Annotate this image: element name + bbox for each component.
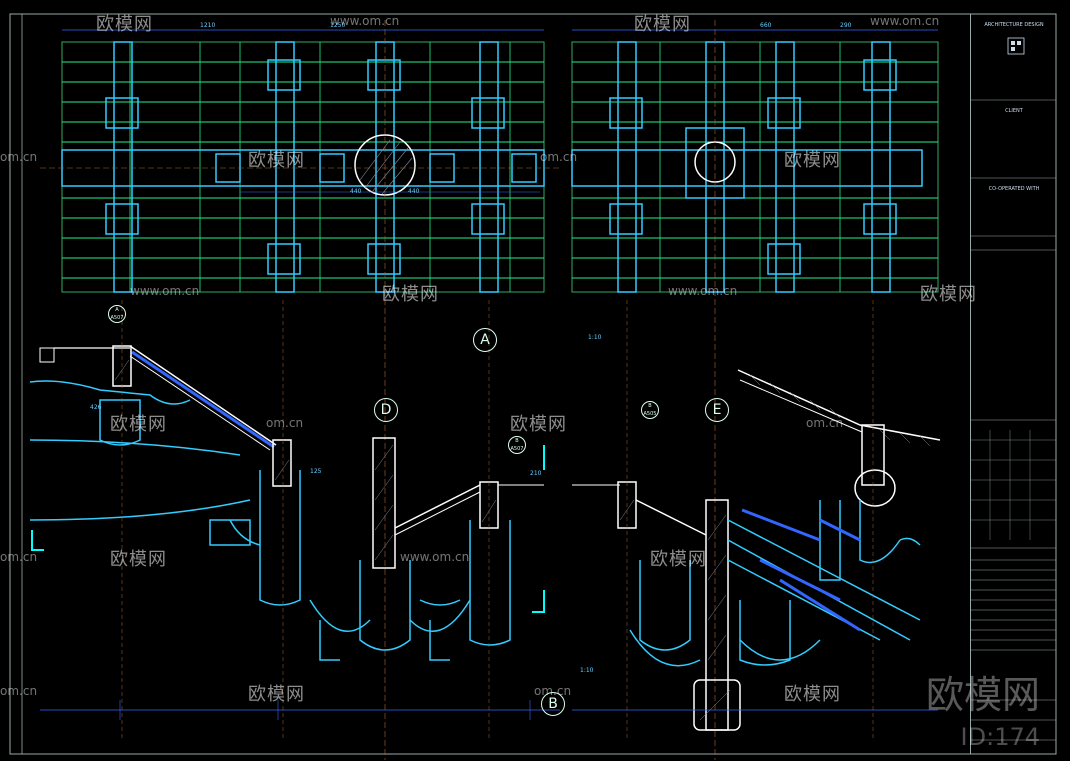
client-label: CLIENT [1005, 108, 1023, 114]
cooperated-label: CO-OPERATED WITH [988, 186, 1040, 192]
callout-d: D [374, 398, 398, 422]
scale-label-a: 1:10 [588, 334, 602, 341]
callout-e: E [705, 398, 729, 422]
dim-440b: 440 [408, 188, 420, 195]
plan-view-right: 660 290 [571, 20, 939, 760]
section-left [29, 345, 560, 720]
callout-b: B [541, 692, 565, 716]
plan-view-left: 1210 1250 [40, 20, 560, 760]
title-block-lines [970, 99, 1056, 741]
scale-label-b: 1:10 [580, 667, 594, 674]
outer-frame [9, 13, 1057, 755]
title-block: ARCHITECTURE DESIGN CLIENT CO-OPERATED W… [970, 14, 1057, 754]
callout-a: A [473, 328, 497, 352]
watermark-big: 欧模网 [925, 673, 1040, 717]
svg-text:660: 660 [760, 22, 772, 29]
svg-text:290: 290 [840, 22, 852, 29]
watermark-id: ID:174 [960, 723, 1040, 751]
svg-text:1250: 1250 [330, 22, 345, 29]
dim-210: 210 [530, 470, 542, 477]
qr-code [1007, 37, 1025, 55]
dim-125: 125 [310, 468, 322, 475]
dim-426: 426 [90, 404, 102, 411]
dim-440a: 440 [350, 188, 362, 195]
title-block-header: ARCHITECTURE DESIGN [984, 22, 1044, 28]
dim-top-left: 1210 [200, 22, 215, 29]
section-right [572, 369, 941, 731]
